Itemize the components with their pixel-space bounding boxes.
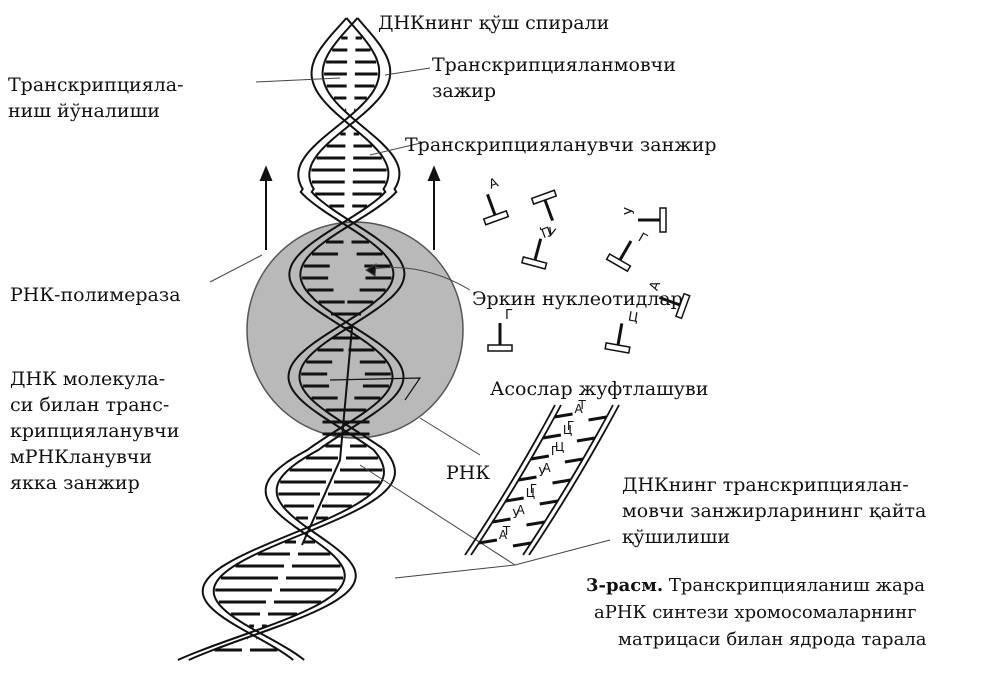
free-nucleotide: У [623,207,666,232]
nucleotide-sugar [484,211,509,225]
rejoining-label: ДНКнинг транскрипциялан- мовчи занжирлар… [622,472,982,550]
dna-base-letter: Г [567,419,574,433]
free-nucleotide: Г [607,222,650,272]
rna-base-rung [543,435,561,438]
figure-caption-line-2: аРНК синтези хромосомаларнинг [594,600,985,626]
dna-base-rung [565,459,583,462]
free-nucleotide: Г [488,308,513,351]
nucleotide-letter: У [623,207,638,215]
dna-base-letter: Т [502,524,511,538]
nucleotide-sugar [660,208,666,232]
rna-base-rung [531,456,549,459]
dna-base-rung [589,417,607,420]
dna-base-rung [527,522,545,525]
single-strand-label: ДНК молекула- си билан транс- крипциялан… [10,366,179,496]
base-pairing-label: Асослар жуфтлашуви [490,376,708,402]
free-nucleotides: АЦУУГАГЦ [471,175,690,353]
nucleotide-base [620,241,631,260]
nucleotide-base [545,200,553,221]
nucleotide-sugar [532,190,557,204]
nucleotide-base [487,194,495,215]
dna-base-rung [553,480,571,483]
free-nucleotides-label: Эркин нуклеотидлар [472,286,683,312]
dna-base-letter: А [517,503,526,517]
figure-caption-line-1: 3-расм. Транскрипцияланиш жара [586,573,985,599]
rna-polymerase-circle [247,222,463,438]
dna-base-letter: А [543,461,552,475]
double-helix-label: ДНКнинг қўш спирали [378,10,609,36]
nucleotide-base [618,323,622,345]
figure-caption-text-1: Транскрипцияланиш жара [669,575,925,596]
direction-label: Транскрипцияла- ниш йўналиши [8,72,184,124]
rna-base-rung [519,477,537,480]
free-nucleotide: А [471,175,510,224]
rna-polymerase-label: РНК-полимераза [10,282,181,308]
dna-base-letter: Г [530,482,537,496]
dna-base-letter: Ц [555,440,564,454]
dna-base-rung [577,438,595,441]
nucleotide-letter: Г [635,230,649,247]
free-nucleotide: Ц [605,306,639,353]
dna-base-rung [540,501,558,504]
template-strand-label: Транскрипцияланувчи занжир [405,132,717,158]
nucleotide-sugar [488,345,512,351]
rna-base-rung [555,414,573,417]
nucleotide-sugar [607,254,631,271]
nucleotide-base [535,239,541,260]
rna-label: РНК [446,460,490,486]
figure-caption-line-3: матрицаси билан ядрода тарала [618,627,985,653]
rna-base-rung [506,498,524,501]
non-template-strand-label: Транскрипцияланмовчи зажир [432,52,676,104]
nucleotide-letter: А [487,175,501,192]
figure-number: 3-расм. [586,575,663,596]
